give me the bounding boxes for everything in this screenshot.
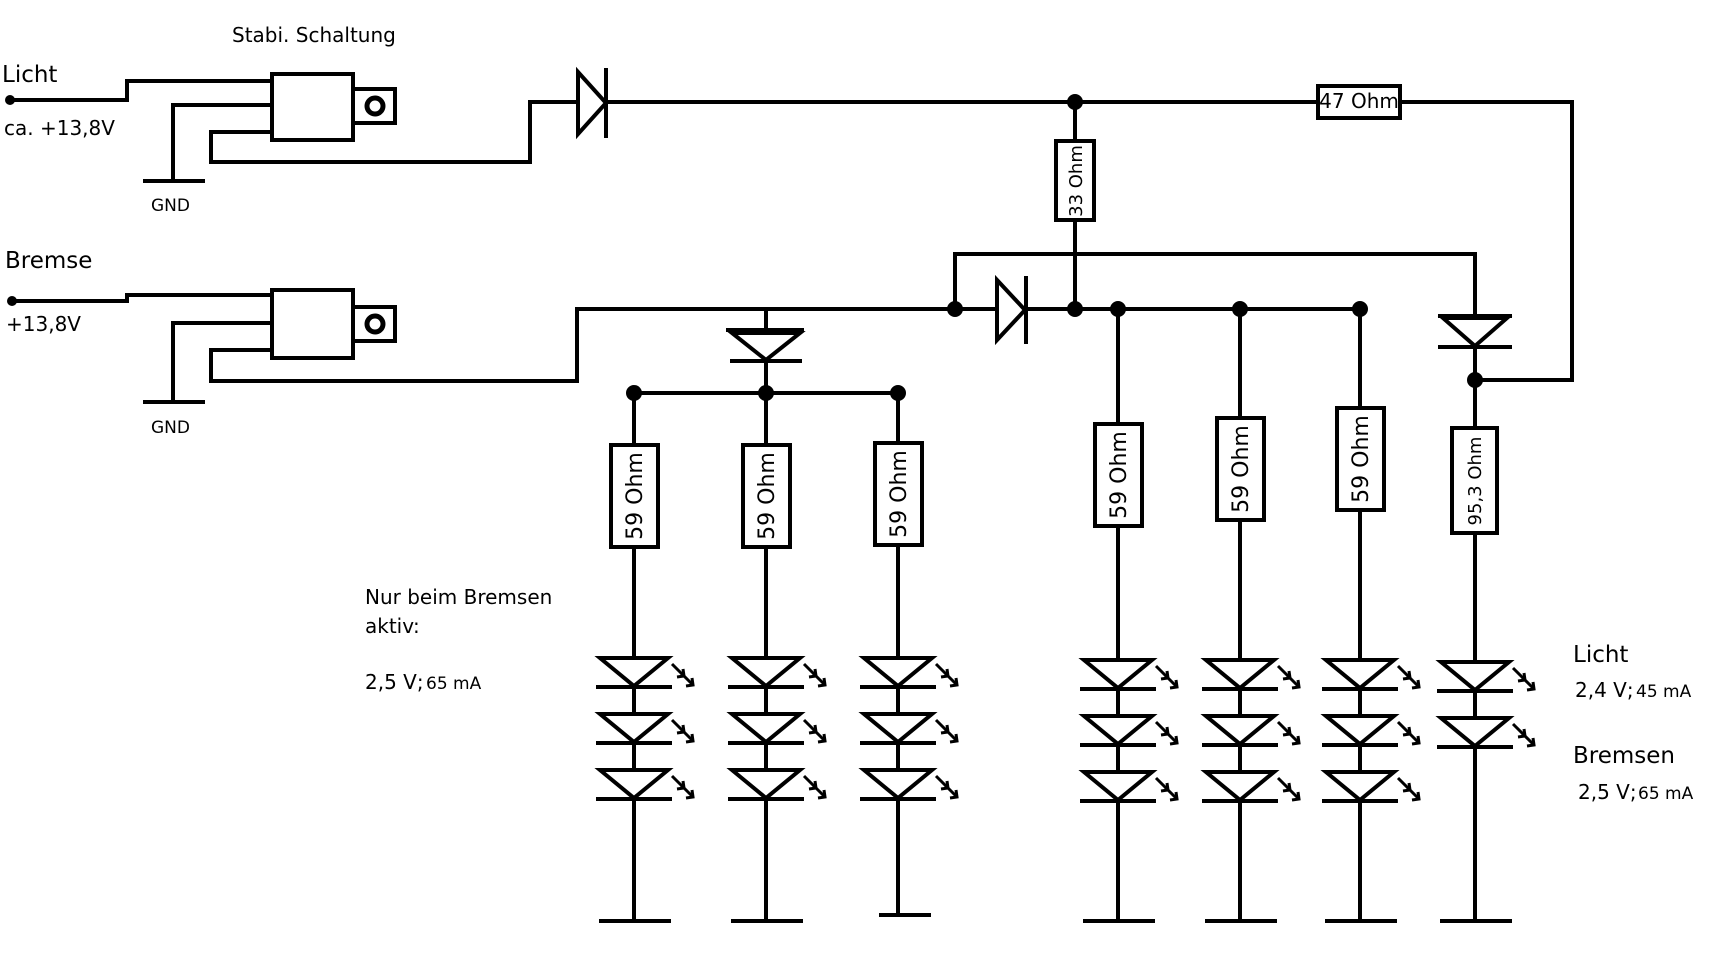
licht-output-voltage: 2,4 V; [1575, 678, 1634, 702]
licht-input-voltage: ca. +13,8V [4, 116, 115, 140]
note-voltage: 2,5 V; [365, 670, 424, 694]
resistor-33-ohm: 33 Ohm [1054, 139, 1096, 222]
bremse-input-label: Bremse [5, 248, 92, 274]
resistor-59-label-5: 59 Ohm [1229, 425, 1254, 513]
led-icon [1078, 770, 1179, 803]
bremsen-output-voltage: 2,5 V; [1578, 780, 1637, 804]
gnd-label-2: GND [151, 418, 190, 438]
led-icon [1200, 770, 1301, 803]
bremsen-output-current: 65 mA [1638, 784, 1694, 804]
resistor-33-label: 33 Ohm [1066, 145, 1087, 217]
regulator-bremse [270, 288, 397, 360]
led-icon [594, 712, 695, 745]
led-icon [1320, 770, 1421, 803]
diode-right-branch [1437, 314, 1513, 382]
led-icon [726, 768, 827, 801]
top-supply-line [568, 94, 1574, 382]
resistor-95-label: 95,3 Ohm [1465, 437, 1486, 526]
led-icon [858, 712, 959, 745]
branch-7: 95,3 Ohm [1440, 378, 1512, 923]
note-current: 65 mA [426, 674, 482, 694]
led-icon [1320, 714, 1421, 747]
note-line-1: Nur beim Bremsen [365, 585, 552, 609]
led-icon [594, 768, 695, 801]
resistor-59-label-4: 59 Ohm [1107, 431, 1132, 519]
gnd-label-1: GND [151, 196, 190, 216]
led-icon [1200, 658, 1301, 691]
diode-licht-input [576, 66, 609, 140]
diode-brake-group [726, 307, 806, 395]
regulator-licht [270, 72, 397, 142]
branch-4: 59 Ohm [1083, 307, 1155, 923]
resistor-59-label-2: 59 Ohm [755, 452, 780, 540]
stabi-label: Stabi. Schaltung [232, 23, 396, 47]
diode-bus [995, 274, 1028, 346]
note-line-2: aktiv: [365, 614, 420, 638]
licht-output-current: 45 mA [1636, 682, 1692, 702]
led-icon [1078, 658, 1179, 691]
led-icon [1435, 660, 1536, 693]
led-icon [726, 656, 827, 689]
resistor-47-ohm: 47 Ohm [1316, 84, 1402, 120]
resistor-47-label: 47 Ohm [1319, 89, 1399, 113]
licht-input-label: Licht [2, 62, 57, 88]
resistor-59-label-1: 59 Ohm [623, 452, 648, 540]
brake-group-bus [626, 372, 1483, 401]
led-icon [1200, 714, 1301, 747]
resistor-59-label-6: 59 Ohm [1349, 415, 1374, 503]
led-icon [1078, 714, 1179, 747]
bremse-input-wiring [7, 293, 957, 404]
led-icon [858, 656, 959, 689]
licht-input-wiring [5, 79, 572, 183]
licht-output-label: Licht [1573, 642, 1628, 668]
led-icon [726, 712, 827, 745]
led-icon [1320, 658, 1421, 691]
led-icon [594, 656, 695, 689]
led-icon [858, 768, 959, 801]
branch-5: 59 Ohm [1205, 307, 1277, 923]
bremse-input-voltage: +13,8V [6, 312, 81, 336]
resistor-59-label-3: 59 Ohm [887, 450, 912, 538]
branch-6: 59 Ohm [1325, 307, 1397, 923]
led-icon [1435, 716, 1536, 749]
led-layer [594, 656, 1536, 803]
bremsen-output-label: Bremsen [1573, 743, 1675, 769]
branch-3: 59 Ohm [873, 391, 931, 917]
